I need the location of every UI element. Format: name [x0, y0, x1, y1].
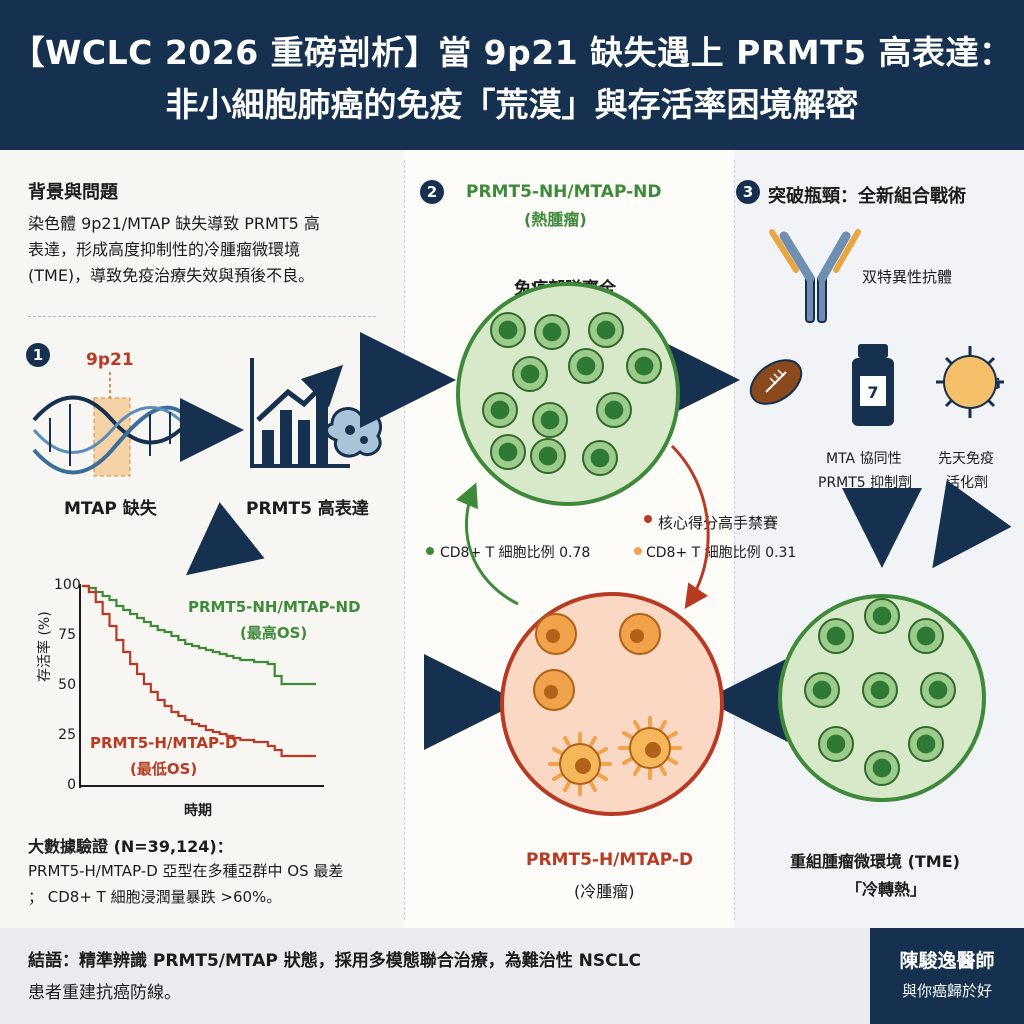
- innate-activator-label: 活化劑: [946, 475, 988, 491]
- evidence-line: ； CD8+ T 細胞浸潤量暴跌 >60%。: [28, 888, 282, 906]
- gene-9p21-label: 9p21: [86, 350, 134, 370]
- cold-tumor-title: PRMT5-H/MTAP-D: [526, 850, 694, 870]
- background-heading: 背景與問題: [28, 182, 118, 203]
- innate-activator-label: 先天免疫: [938, 451, 994, 467]
- legend-series-hot: PRMT5-NH/MTAP-ND: [188, 598, 361, 616]
- mtap-deletion-label: MTAP 缺失: [64, 499, 157, 519]
- strategy-heading: 突破瓶頸：全新組合戰術: [768, 186, 966, 207]
- column-divider: [404, 160, 405, 920]
- author-slogan: 與你癌歸於好: [901, 982, 992, 1000]
- title-line-1: 【WCLC 2026 重磅剖析】當 9p21 缺失遇上 PRMT5 高表達：: [11, 33, 1013, 72]
- chart-y-tick: 100: [54, 577, 81, 593]
- hot-tumor-subtitle: (熱腫瘤): [524, 210, 587, 229]
- conclusion-line: 患者重建抗癌防線。: [28, 983, 181, 1003]
- title-line-2: 非小細胞肺癌的免疫「荒漠」與存活率困境解密: [165, 85, 859, 124]
- cold-tumor-inner-label: 免疫「荒漠」: [582, 688, 684, 708]
- column-mechanism: [404, 150, 734, 928]
- cold-to-hot-label: 「冷轉熱」: [846, 880, 927, 899]
- step-number-1: 1: [26, 343, 50, 367]
- author-signature: 陳駿逸醫師 與你癌歸於好: [870, 928, 1024, 1024]
- footer-conclusion: 結語：精準辨識 PRMT5/MTAP 狀態，採用多模態聯合治療，為難治性 NSC…: [0, 928, 1024, 1024]
- step-number-3: 3: [736, 180, 760, 204]
- background-text-line: 染色體 9p21/MTAP 缺失導致 PRMT5 高: [28, 214, 320, 233]
- chart-y-tick: 50: [58, 677, 76, 693]
- t-cell-label: T: [496, 362, 505, 378]
- hot-tumor-title: PRMT5-NH/MTAP-ND: [466, 182, 662, 202]
- cd8-ratio-hot: CD8+ T 細胞比例 0.78: [440, 545, 591, 561]
- chart-y-tick: 25: [58, 727, 76, 743]
- cold-tumor-subtitle: (冷腫瘤): [574, 882, 635, 901]
- evidence-line: PRMT5-H/MTAP-D 亞型在多種亞群中 OS 最差: [28, 862, 344, 880]
- sting-label: STING: [946, 374, 1001, 393]
- chart-y-tick: 0: [67, 777, 76, 793]
- reshaped-tme-label: 重組腫瘤微環境 (TME): [790, 852, 960, 871]
- column-divider: [734, 160, 735, 920]
- cd8-ratio-cold: CD8+ T 細胞比例 0.31: [646, 545, 797, 561]
- chart-y-axis-label: 存活率 (%): [37, 611, 53, 682]
- b-cell-label: B CL: [614, 410, 646, 426]
- conclusion-line: 結語：精準辨識 PRMT5/MTAP 狀態，採用多模態聯合治療，為難治性 NSC…: [28, 951, 641, 971]
- hot-tumor-inner-label: 免疫部隊齊全: [514, 279, 616, 299]
- legend-series-cold: PRMT5-H/MTAP-D: [90, 734, 238, 752]
- step-number-2: 2: [420, 180, 444, 204]
- evidence-heading: 大數據驗證 (N=39,124)：: [28, 837, 233, 856]
- section-separator: [28, 316, 376, 317]
- mta-inhibitor-label: MTA 協同性: [826, 451, 902, 467]
- chart-x-axis-label: 時期: [184, 803, 212, 819]
- prmt5-high-label: PRMT5 高表達: [246, 499, 369, 519]
- mta-inhibitor-label: PRMT5 抑制劑: [818, 475, 913, 491]
- background-text-line: 表達，形成高度抑制性的冷腫瘤微環境: [28, 240, 301, 259]
- background-text-line: (TME)，導致免疫治療失效與預後不良。: [28, 266, 315, 285]
- legend-series-cold-note: (最低OS): [130, 760, 198, 778]
- chart-y-tick: 75: [58, 627, 76, 643]
- header-banner: 【WCLC 2026 重磅剖析】當 9p21 缺失遇上 PRMT5 高表達： 非…: [0, 0, 1024, 150]
- core-score-label: 核心得分高手禁賽: [658, 514, 779, 532]
- author-name: 陳駿逸醫師: [899, 950, 995, 972]
- legend-series-hot-note: (最高OS): [240, 624, 308, 642]
- bispecific-antibody-label: 双特異性抗體: [862, 268, 953, 286]
